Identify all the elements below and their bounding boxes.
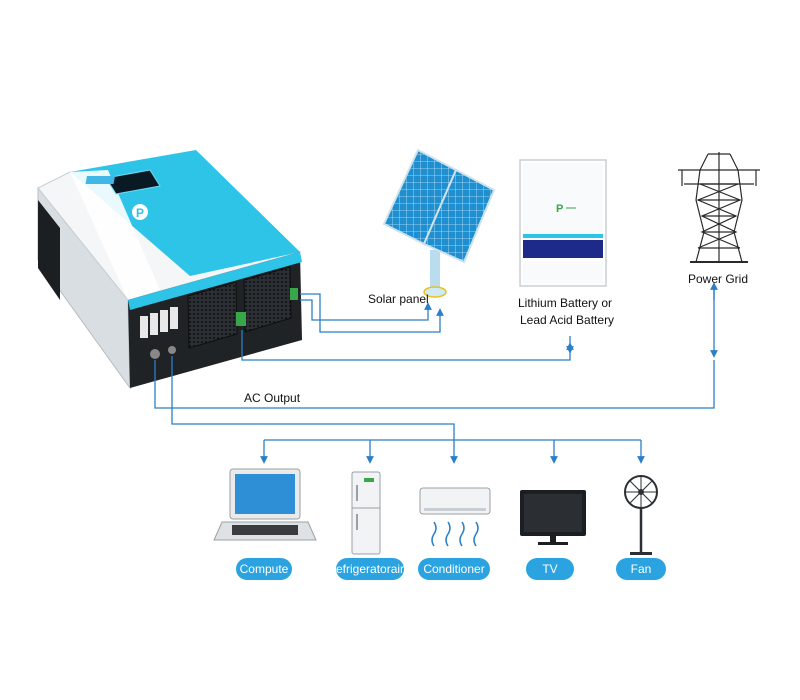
svg-text:P: P	[136, 206, 144, 220]
power-grid-tower	[678, 152, 760, 263]
solar-panel	[382, 148, 496, 298]
wiring	[154, 282, 718, 464]
laptop-icon	[213, 468, 317, 541]
power-grid-label: Power Grid	[688, 272, 749, 286]
terminal-block	[140, 288, 298, 359]
ac-output-label: AC Output	[244, 391, 301, 405]
solar-panel-label: Solar panel	[368, 292, 429, 306]
hybrid-inverter: P	[37, 150, 302, 390]
appliance-label-air-conditioner: Conditioner	[418, 558, 490, 580]
brand-logo: P	[132, 204, 148, 220]
appliance-label-computer: Compute	[236, 558, 292, 580]
air-conditioner-icon	[419, 487, 491, 547]
refrigerator-icon	[351, 471, 381, 555]
svg-text:P: P	[556, 203, 563, 215]
battery-label-line1: Lithium Battery or	[518, 296, 613, 310]
appliance-label-fan: Fan	[616, 558, 666, 580]
battery: P	[519, 159, 607, 287]
fan-icon	[624, 475, 658, 555]
battery-label-line2: Lead Acid Battery	[520, 313, 615, 327]
appliance-label-refrigerator: efrigeratorair	[336, 558, 404, 580]
lcd-screen	[85, 169, 161, 195]
cooling-fans	[187, 266, 292, 349]
tv-icon	[520, 490, 586, 545]
appliance-label-tv: TV	[526, 558, 574, 580]
